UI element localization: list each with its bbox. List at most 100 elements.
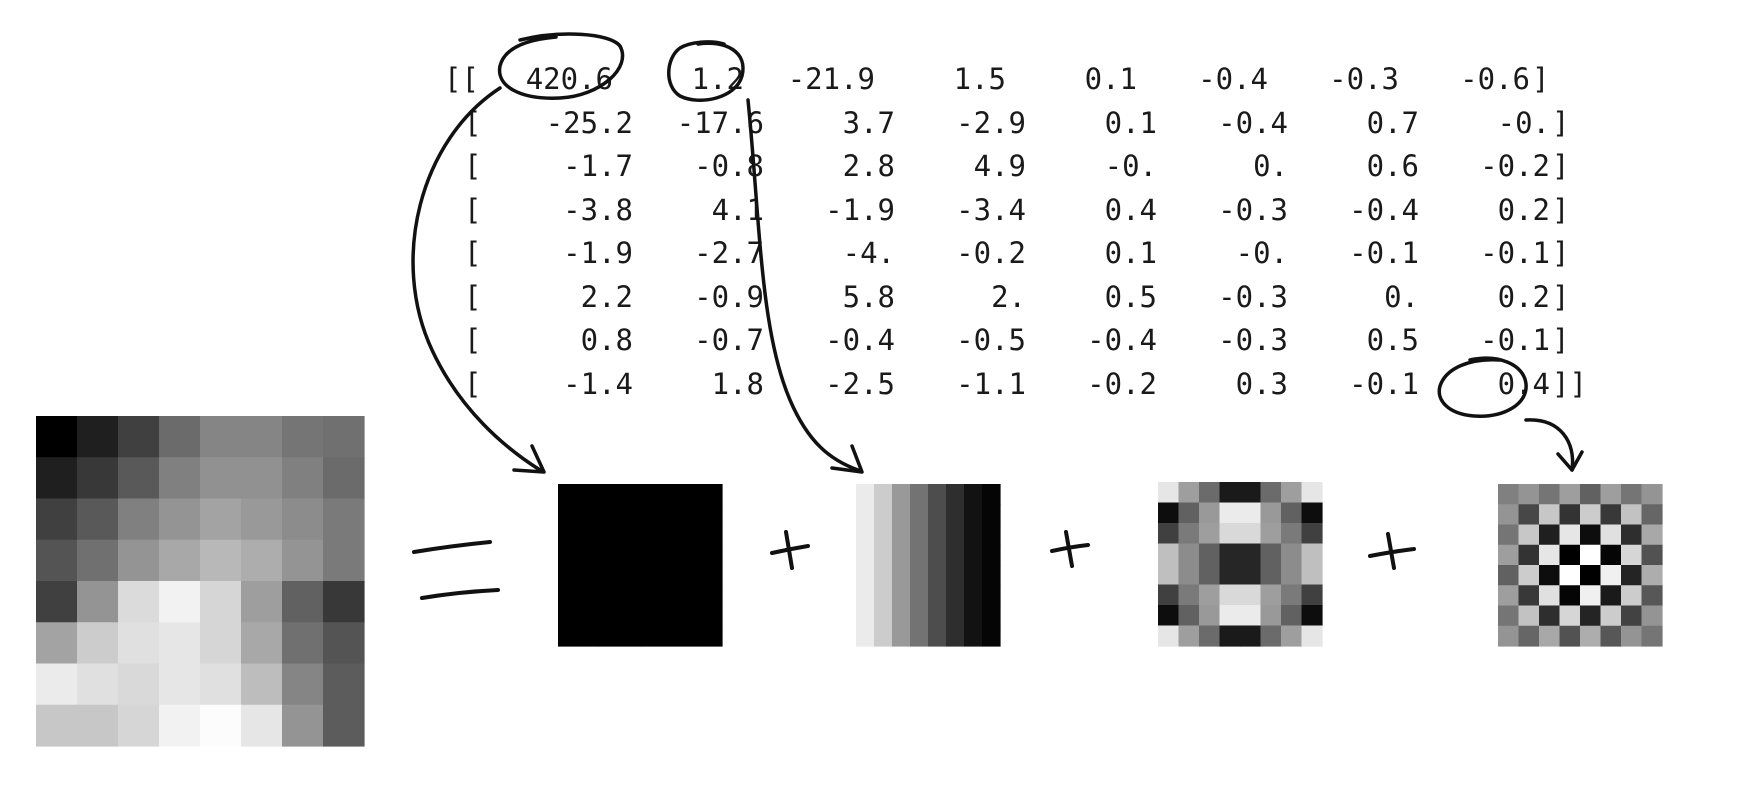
pixel [1219,543,1241,565]
pixel [1539,585,1561,607]
pixel [892,565,911,586]
pixel [1539,565,1561,586]
matrix-cell: -2.9 [956,105,1026,140]
pixel [558,504,580,526]
pixel [910,625,929,647]
pixel [159,663,201,706]
pixel [323,539,365,582]
pixel [892,605,911,627]
matrix-cell: 0.2 [1497,279,1550,314]
pixel [1219,605,1241,627]
pixel [982,544,1001,566]
arrow-head-basis-dc [512,444,546,474]
pixel [1600,484,1622,505]
pixel [660,625,682,647]
pixel [1178,482,1200,504]
arrow-head-basis-checker [1556,450,1584,472]
pixel [159,704,201,747]
matrix-cell: 0.3 [1235,366,1288,401]
arrow-to-basis-checker [1524,418,1575,472]
pixel [874,504,893,526]
matrix-close-bracket: ] [1552,105,1570,140]
matrix-cell: -0.4 [1087,323,1157,357]
arrow-to-basis-horizontal [746,98,860,472]
pixel [558,524,580,546]
pixel [856,585,875,607]
pixel [1539,625,1561,647]
pixel [1518,605,1540,627]
pixel [159,581,201,623]
pixel [241,457,283,500]
pixel [874,524,893,546]
matrix-close-bracket: ] [1552,279,1570,314]
pixel [1621,625,1643,647]
matrix-open-bracket: [ [464,236,482,270]
pixel [1158,584,1180,606]
pixel [640,585,662,607]
pixel [1260,523,1282,545]
pixel [1539,524,1561,546]
arrow-head-basis-horizontal [830,444,864,474]
matrix-cell: -4. [842,236,895,270]
pixel [578,504,600,526]
pixel [928,484,947,505]
pixel [928,524,947,546]
pixel [578,544,600,566]
pixel [1301,584,1323,606]
pixel [1498,605,1520,627]
pixel [1219,564,1241,586]
matrix-open-bracket: [ [464,149,482,183]
pixel [77,663,119,706]
pixel [1301,625,1323,647]
pixel [892,504,911,526]
matrix-cell: 0. [1384,279,1419,314]
pixel [619,605,641,627]
pixel [323,457,365,500]
matrix-cell: -0.6 [1460,62,1530,96]
pixel [892,524,911,546]
pixel [1641,565,1663,586]
pixel [241,663,283,706]
pixel [1240,564,1262,586]
pixel [910,565,929,586]
pixel [241,622,283,665]
plus-sign-2 [1050,530,1090,568]
matrix-cell: 0.1 [1104,105,1157,140]
pixel [241,539,283,582]
matrix-cell: 0.8 [580,323,633,357]
pixel [118,416,160,458]
matrix-cell: -0.4 [825,323,895,357]
matrix-cell: 3.7 [842,105,895,140]
plus-sign-1 [770,530,810,570]
pixel [36,581,78,623]
pixel [856,565,875,586]
matrix-cell: -0.3 [1218,279,1288,314]
pixel [1539,605,1561,627]
pixel [1621,524,1643,546]
pixel [928,544,947,566]
pixel [1539,484,1561,505]
matrix-open-bracket: [[ [444,62,479,96]
matrix-close-bracket: ] [1552,149,1570,183]
pixel [118,539,160,582]
pixel [619,544,641,566]
pixel [159,416,201,458]
pixel [1260,502,1282,524]
matrix-cell: 0.1 [1084,62,1137,96]
pixel [1559,524,1581,546]
pixel [1498,544,1520,566]
matrix-open-bracket: [ [464,366,482,401]
pixel [874,625,893,647]
matrix-cell: -0.7 [694,323,764,357]
matrix-cell: -2.5 [825,366,895,401]
pixel [1621,585,1643,607]
matrix-cell: 1.5 [953,62,1006,96]
pixel [856,504,875,526]
pixel [599,524,621,546]
pixel [1219,625,1241,647]
plus-sign-3 [1368,532,1416,570]
pixel [1600,544,1622,566]
pixel [1158,502,1180,524]
